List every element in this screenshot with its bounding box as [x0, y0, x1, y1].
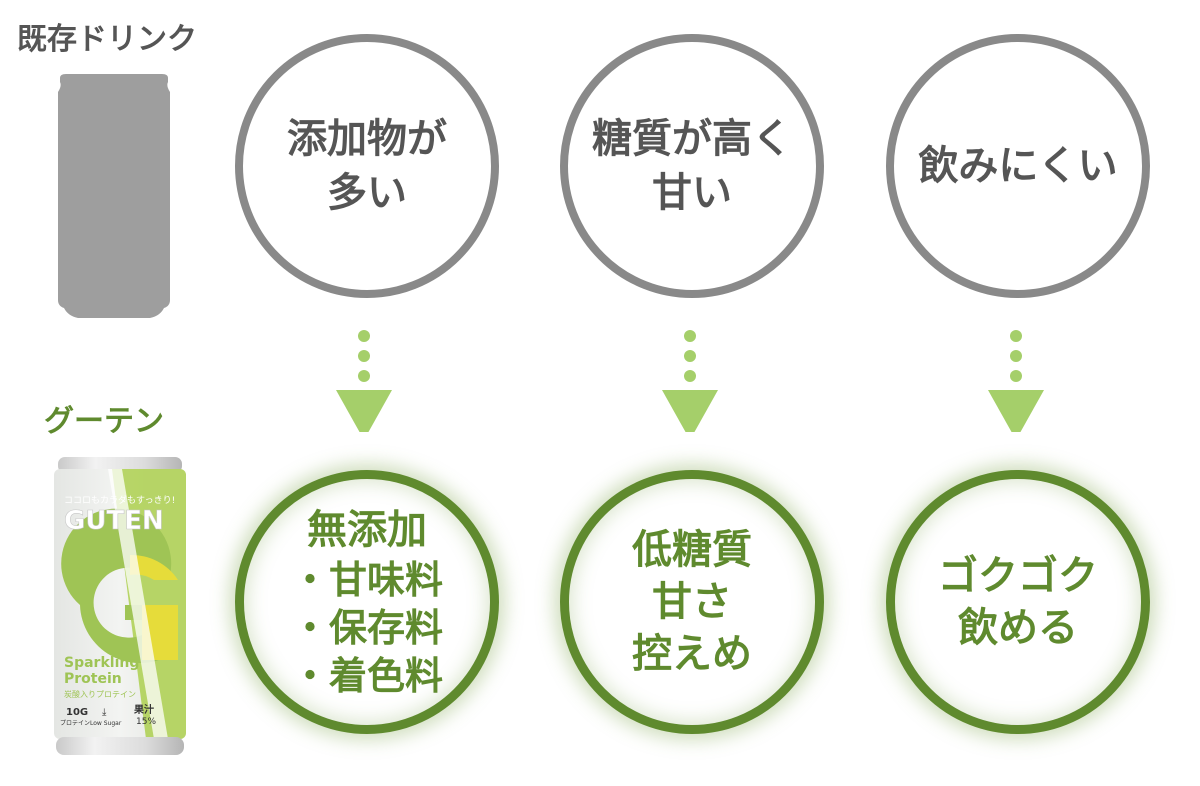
can-product-line2: Protein: [64, 671, 122, 687]
problem-circle-drinkability: 飲みにくい: [886, 34, 1150, 298]
problem-circle-sugar: 糖質が高く 甘い: [560, 34, 824, 298]
solution-text-line: 無添加: [307, 507, 427, 553]
problem-text-line: 添加物が: [287, 116, 447, 162]
existing-drink-label: 既存ドリンク: [17, 22, 197, 57]
can-brand: GUTEN: [64, 506, 164, 536]
problem-text-line: 糖質が高く: [592, 116, 792, 162]
solution-circle-easy-to-drink: ゴクゴク 飲める: [886, 470, 1150, 734]
solution-bullet-line: ・甘味料: [290, 558, 443, 602]
existing-can-icon: [58, 74, 170, 318]
can-product-jp: 炭酸入りプロテイン: [64, 689, 136, 699]
solution-text-line: ゴクゴク: [938, 553, 1098, 599]
can-tagline: ココロもカラダもすっきり!: [64, 494, 175, 506]
solution-circle-low-sugar: 低糖質 甘さ 控えめ: [560, 470, 824, 734]
solution-text-line: 控えめ: [632, 631, 752, 677]
dotted-down-arrow-icon: [336, 330, 392, 432]
dotted-down-arrow-icon: [662, 330, 718, 432]
dotted-down-arrow-icon: [988, 330, 1044, 432]
problem-circle-additives: 添加物が 多い: [235, 34, 499, 298]
can-protein-value: 10G: [66, 707, 88, 718]
solution-text-line: 飲める: [958, 605, 1078, 651]
can-protein-label: プロテイン: [60, 720, 90, 727]
can-juice-value: 15%: [136, 717, 156, 727]
can-product-line1: Sparkling: [64, 655, 139, 671]
problem-text-line: 多い: [327, 170, 407, 216]
can-juice-label: 果汁: [133, 703, 154, 716]
solution-text-line: 甘さ: [652, 579, 732, 625]
guten-label: グーテン: [44, 404, 164, 439]
solution-circle-additive-free: 無添加 ・甘味料 ・保存料 ・着色料: [235, 470, 499, 734]
problem-text-line: 甘い: [652, 170, 732, 216]
solution-bullet-line: ・保存料: [290, 606, 443, 650]
can-sugar-label: Low Sugar: [90, 720, 122, 727]
solution-bullet-line: ・着色料: [290, 654, 443, 698]
solution-text-line: 低糖質: [632, 527, 752, 573]
can-sugar-arrow: ⤓: [102, 707, 107, 718]
problem-text-line: 飲みにくい: [918, 143, 1118, 189]
guten-can-image: ココロもカラダもすっきり! GUTEN Sparkling Protein 炭酸…: [54, 457, 186, 755]
